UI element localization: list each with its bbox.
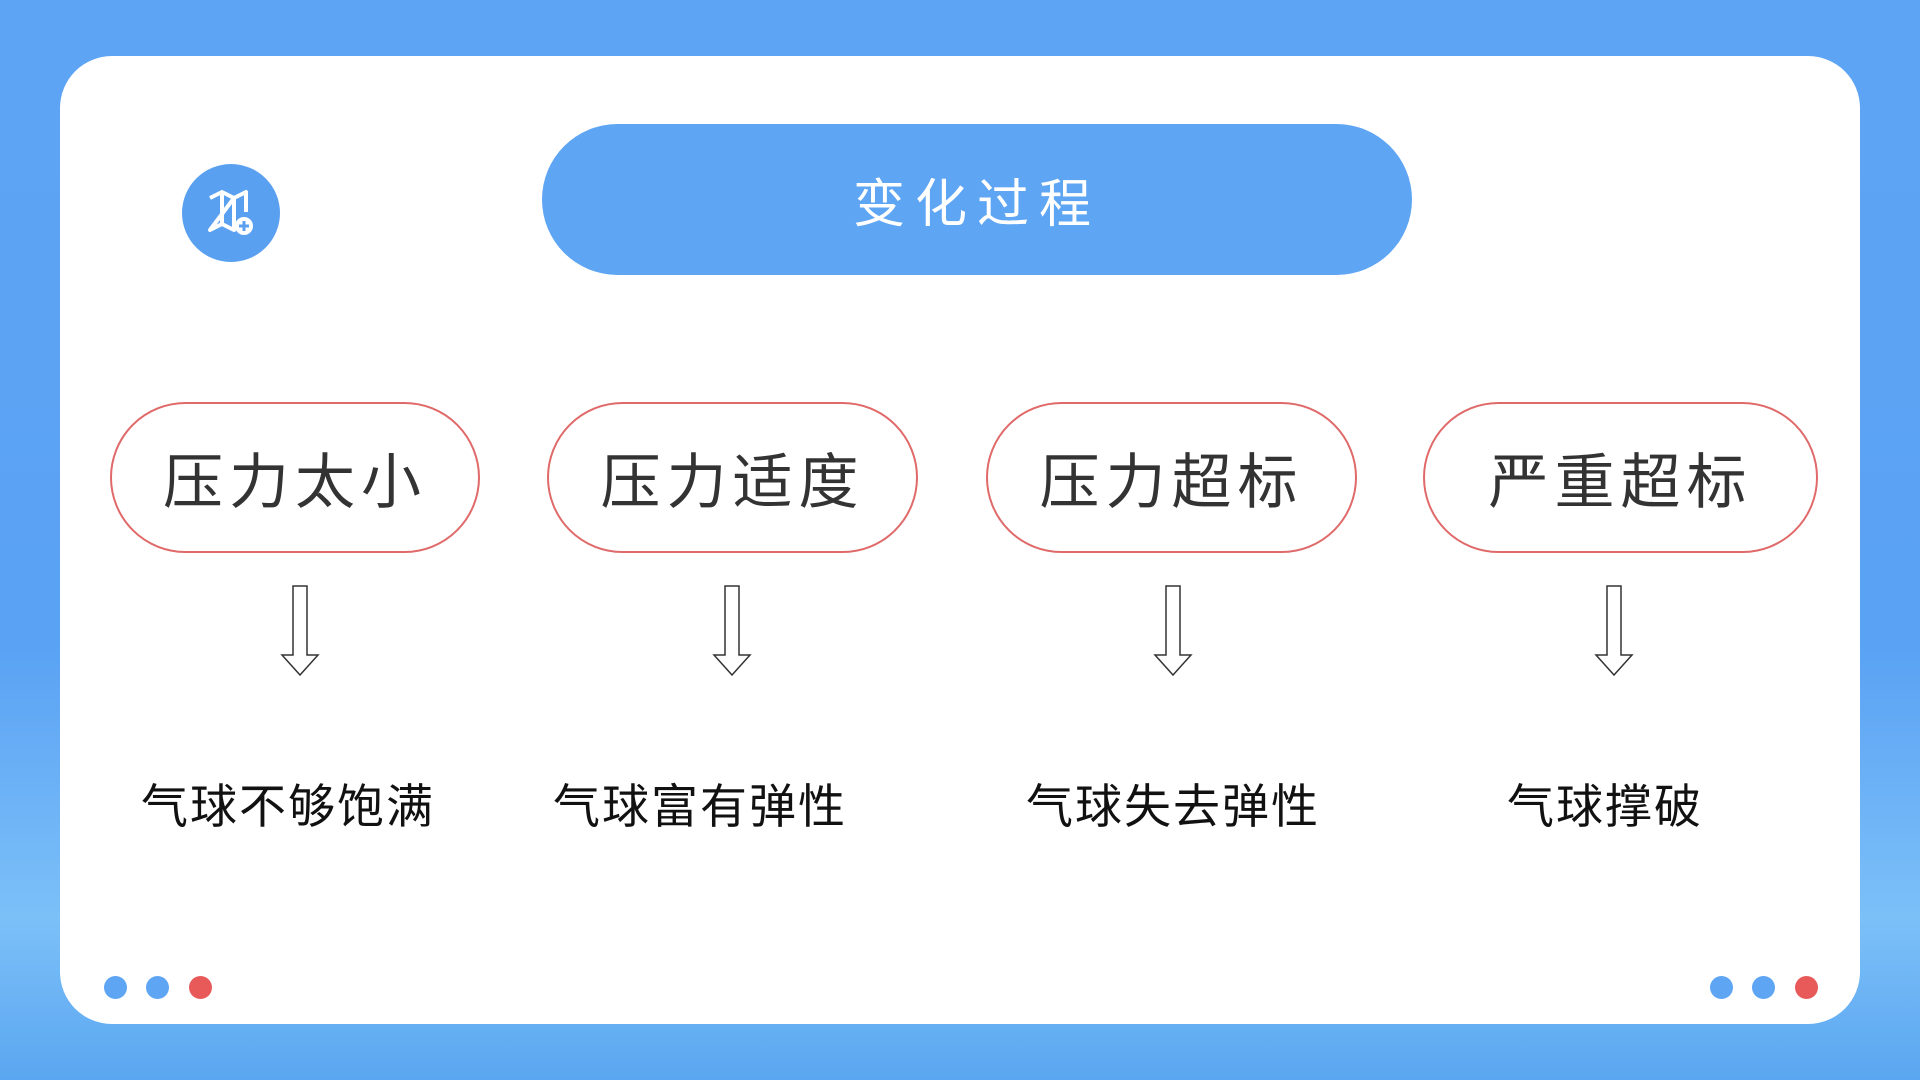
decor-dot [189,976,212,999]
stage-pill-2: 压力适度 [547,402,918,553]
stage-result-2: 气球富有弹性 [553,780,847,835]
decor-dot [104,976,127,999]
stage-result-4: 气球撑破 [1507,780,1703,835]
down-arrow-icon [1594,585,1634,677]
page-title: 变化过程 [542,124,1412,275]
down-arrow-icon [712,585,752,677]
down-arrow-icon [280,585,320,677]
down-arrow-icon [1153,585,1193,677]
stage-pill-1: 压力太小 [110,402,480,553]
stage-pill-4: 严重超标 [1423,402,1818,553]
decor-dot [1795,976,1818,999]
decor-dot [1710,976,1733,999]
stage-result-3: 气球失去弹性 [1026,780,1320,835]
map-plus-icon [182,164,280,262]
decor-dot [1752,976,1775,999]
decor-dot [146,976,169,999]
stage-result-1: 气球不够饱满 [141,780,435,835]
stage-pill-3: 压力超标 [986,402,1357,553]
